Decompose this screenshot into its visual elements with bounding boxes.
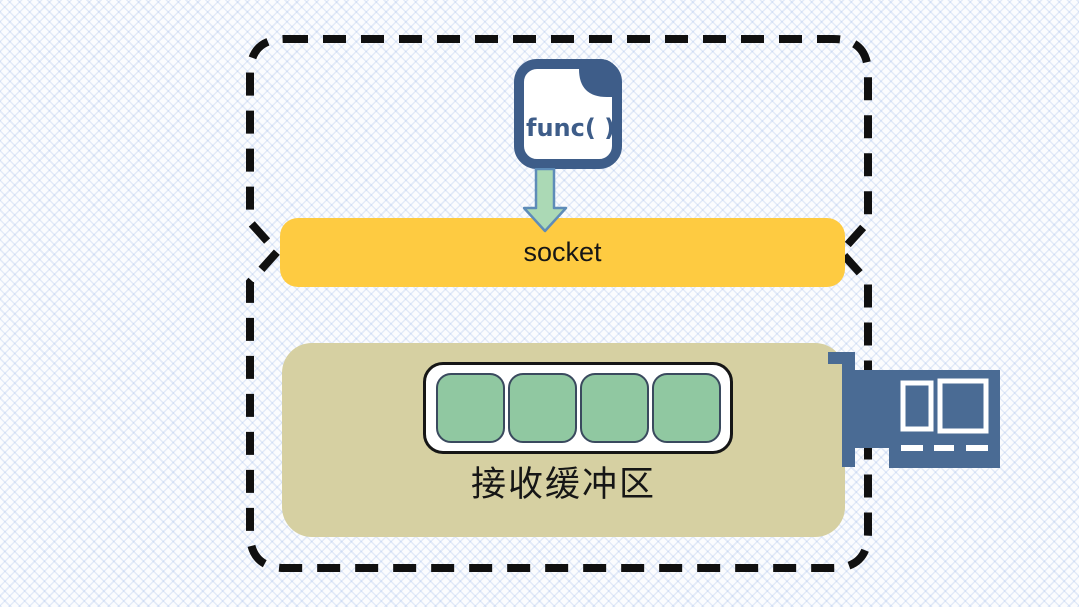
- socket-bar: socket: [280, 218, 845, 287]
- nic-port-large: [937, 378, 989, 434]
- dashed-boundary-path: [246, 35, 872, 572]
- receive-buffer-box: 接收缓冲区: [282, 343, 845, 537]
- socket-label: socket: [523, 237, 602, 267]
- buffer-slot: [435, 373, 505, 443]
- nic-pin: [934, 445, 954, 451]
- nic-bracket-bar: [842, 352, 855, 467]
- down-arrow-shape: [523, 168, 568, 233]
- receive-buffer-label: 接收缓冲区: [470, 465, 656, 504]
- func-document-icon: func( ): [514, 59, 622, 169]
- buffer-slot: [579, 373, 649, 443]
- buffer-slot: [507, 373, 577, 443]
- nic-body: [855, 370, 1000, 468]
- nic-pin: [901, 445, 923, 451]
- buffer-slot: [651, 373, 721, 443]
- document-folded-corner: [579, 59, 617, 97]
- down-arrow-icon: [523, 168, 568, 233]
- func-label: func( ): [526, 114, 615, 142]
- buffer-slots: [423, 362, 733, 454]
- network-card-icon: [828, 352, 1000, 468]
- nic-pin: [966, 445, 988, 451]
- nic-port-small: [900, 380, 934, 432]
